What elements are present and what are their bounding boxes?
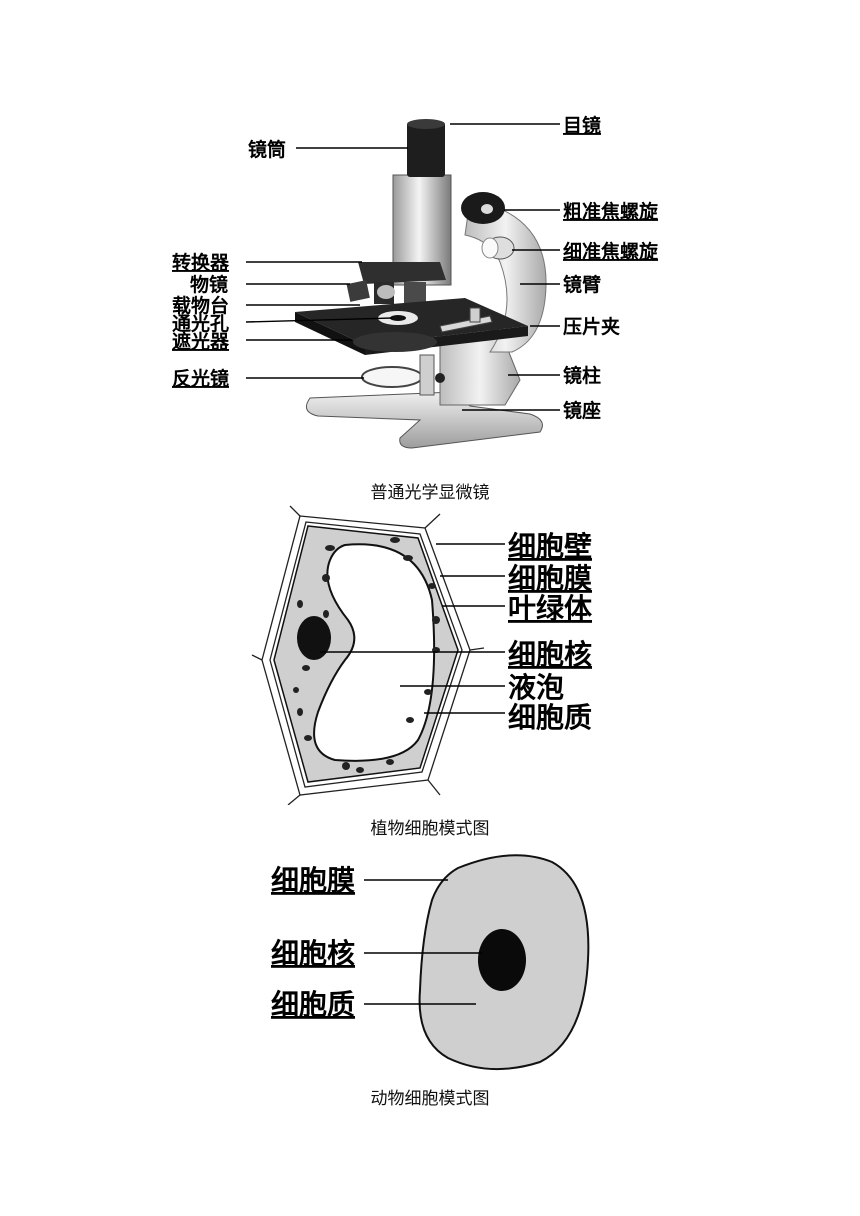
nosepiece-shape <box>358 262 446 284</box>
animal-leader-lines <box>364 879 482 1005</box>
microscope-svg: 目镜 镜筒 粗准焦螺旋 细准焦螺旋 转换器 物镜 镜臂 载物台 通光孔 压片夹 … <box>172 114 659 449</box>
label-arm: 镜臂 <box>563 273 601 296</box>
label-fine-focus: 细准焦螺旋 <box>563 240 659 263</box>
label-pillar: 镜柱 <box>563 364 601 387</box>
label-aperture: 通光孔 <box>172 312 229 335</box>
leader-lines <box>245 123 560 411</box>
label-diaphragm: 遮光器 <box>172 330 230 353</box>
label-nosepiece: 转换器 <box>172 251 230 274</box>
label-cell-wall: 细胞壁 <box>508 530 592 563</box>
label-vacuole: 液泡 <box>508 671 564 704</box>
label-animal-cytoplasm: 细胞质 <box>271 988 355 1021</box>
label-mirror: 反光镜 <box>172 367 229 390</box>
plant-cell-wall <box>251 505 485 805</box>
label-animal-membrane: 细胞膜 <box>271 864 355 897</box>
label-plant-membrane: 细胞膜 <box>508 562 592 595</box>
label-chloroplast: 叶绿体 <box>508 592 593 625</box>
mirror-shape <box>361 366 423 388</box>
label-tube: 镜筒 <box>248 138 286 161</box>
label-plant-nucleus: 细胞核 <box>508 638 592 671</box>
label-coarse-focus: 粗准焦螺旋 <box>563 200 659 223</box>
label-plant-cytoplasm: 细胞质 <box>508 701 592 734</box>
label-stage-clip: 压片夹 <box>563 315 620 338</box>
base-shape <box>305 391 543 449</box>
label-eyepiece: 目镜 <box>563 114 601 137</box>
diaphragm-shape <box>353 332 437 352</box>
plant-nucleus <box>297 616 331 660</box>
eyepiece-shape <box>407 122 445 177</box>
label-animal-nucleus: 细胞核 <box>271 937 355 970</box>
label-objective: 物镜 <box>190 273 228 296</box>
microscope-figure: 目镜 镜筒 粗准焦螺旋 细准焦螺旋 转换器 物镜 镜臂 载物台 通光孔 压片夹 … <box>0 100 860 470</box>
label-base: 镜座 <box>563 399 601 422</box>
animal-cell-figure: 细胞膜 细胞核 细胞质 <box>0 845 860 1075</box>
animal-cell-caption: 动物细胞模式图 <box>370 1089 490 1109</box>
microscope-caption: 普通光学显微镜 <box>370 483 490 503</box>
label-stage: 载物台 <box>172 294 229 317</box>
plant-leader-lines <box>320 543 505 714</box>
plant-cell-svg: 细胞壁 细胞膜 叶绿体 细胞核 液泡 细胞质 <box>251 505 593 805</box>
animal-cell-svg: 细胞膜 细胞核 细胞质 <box>271 854 590 1071</box>
animal-nucleus <box>478 929 526 991</box>
plant-cell-caption: 植物细胞模式图 <box>370 819 490 839</box>
plant-cell-figure: 细胞壁 细胞膜 叶绿体 细胞核 液泡 细胞质 <box>0 505 860 805</box>
